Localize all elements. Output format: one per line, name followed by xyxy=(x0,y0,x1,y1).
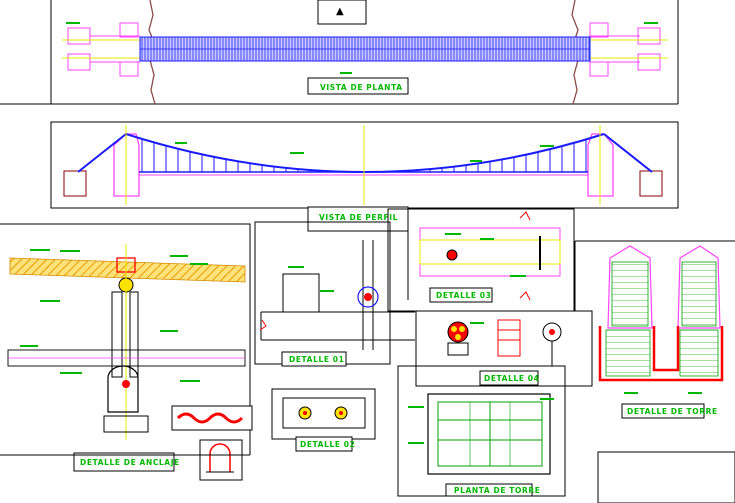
label-detalle-anclaje: DETALLE DE ANCLAJE xyxy=(80,458,180,467)
title-block xyxy=(597,451,735,503)
tower-plan: PLANTA DE TORRE xyxy=(397,365,566,497)
detail-01: DETALLE 01 xyxy=(254,221,415,367)
label-vista-perfil: VISTA DE PERFIL xyxy=(319,213,398,222)
detail-04: DETALLE 04 xyxy=(415,310,593,387)
label-vista-planta: VISTA DE PLANTA xyxy=(320,83,403,92)
label-detalle-torre: DETALLE DE TORRE xyxy=(627,407,718,416)
anchorage-detail: DETALLE DE ANCLAJE xyxy=(0,223,253,481)
main-cable xyxy=(125,133,605,173)
plan-view: ▲ VISTA DE PLANTA xyxy=(0,0,679,105)
label-planta-torre: PLANTA DE TORRE xyxy=(454,486,540,495)
detail-03: DETALLE 03 xyxy=(387,208,575,312)
detail-02: DETALLE 02 xyxy=(271,388,376,452)
profile-view: VISTA DE PERFIL xyxy=(50,121,679,232)
label-detalle-02: DETALLE 02 xyxy=(300,440,355,449)
label-detalle-03: DETALLE 03 xyxy=(436,291,491,300)
north-arrow-box xyxy=(317,0,367,25)
label-detalle-04: DETALLE 04 xyxy=(484,374,539,383)
tower-detail: DETALLE DE TORRE xyxy=(574,240,735,419)
label-detalle-01: DETALLE 01 xyxy=(289,355,344,364)
svg-text:▲: ▲ xyxy=(336,6,344,17)
